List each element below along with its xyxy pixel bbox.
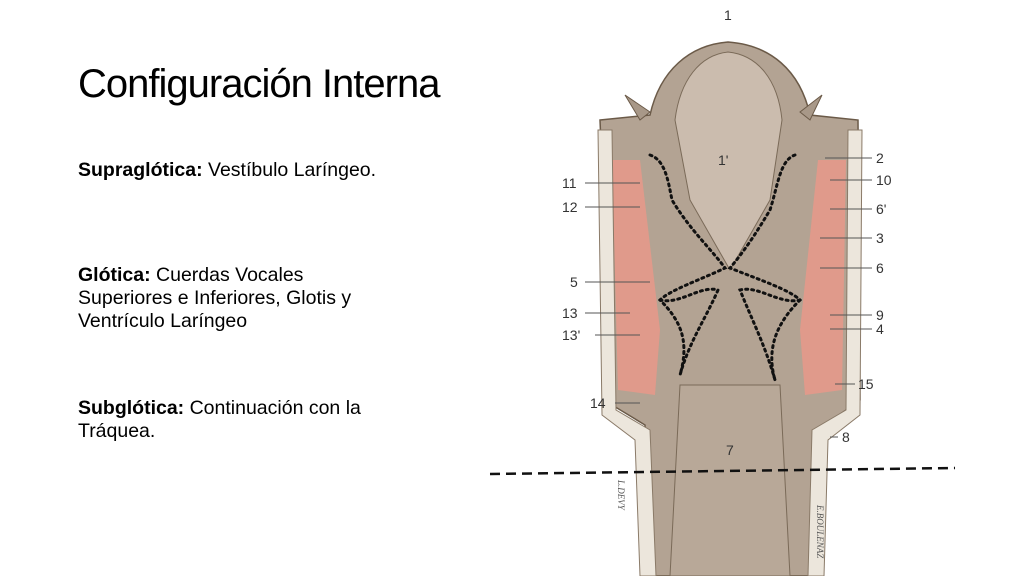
label-1-prime: 1': [718, 152, 728, 168]
label-7: 7: [726, 442, 734, 458]
label-11: 11: [562, 175, 577, 191]
label-5: 5: [570, 274, 578, 290]
label-15: 15: [858, 376, 874, 392]
left-inner-outline: [658, 287, 721, 377]
label-13: 13: [562, 305, 578, 321]
label-2: 2: [876, 150, 884, 166]
epiglottis: [674, 51, 783, 272]
section-text: Continuación con la Tráquea.: [78, 397, 361, 442]
label-10: 10: [876, 172, 892, 188]
left-cartilage: [597, 129, 657, 576]
right-cartilage: [807, 129, 863, 576]
section-supraglottic: Supraglótica: Vestíbulo Laríngeo.: [78, 159, 398, 182]
label-12: 12: [562, 199, 578, 215]
section-glottic: Glótica: Cuerdas Vocales Superiores e In…: [78, 264, 398, 333]
right-horn: [799, 94, 823, 121]
label-4: 4: [876, 321, 884, 337]
section-text: Vestíbulo Laríngeo.: [202, 159, 377, 181]
right-inner-outline: [737, 287, 802, 382]
leader-lines: [585, 157, 872, 438]
label-3: 3: [876, 230, 884, 246]
label-14: 14: [590, 395, 606, 411]
section-heading: Supraglótica:: [78, 159, 203, 181]
section-subglottic: Subglótica: Continuación con la Tráquea.: [78, 397, 398, 443]
label-6: 6: [876, 260, 884, 276]
right-fold-outline: [727, 153, 803, 382]
signature-right: E.BOULENAZ: [815, 504, 825, 559]
slide-title: Configuración Interna: [78, 62, 440, 106]
label-8: 8: [842, 429, 850, 445]
label-6-prime: 6': [876, 201, 886, 217]
label-9: 9: [876, 307, 884, 323]
signature-left: L.DEVY: [616, 479, 626, 511]
left-muscle: [612, 160, 660, 395]
trachea: [669, 384, 791, 576]
larynx-illustration: 1 1' 2 10 6' 3 6 9 4 15 8 7 11 12 5 13 1…: [486, 0, 1024, 576]
left-horn: [624, 94, 651, 121]
right-muscle: [800, 160, 846, 395]
section-text: Cuerdas Vocales Superiores e Inferiores,…: [78, 264, 352, 332]
dashed-separator: [489, 466, 956, 476]
label-1: 1: [724, 7, 732, 23]
left-fold-outline: [648, 153, 728, 377]
larynx-drawing: 1 1' 2 10 6' 3 6 9 4 15 8 7 11 12 5 13 1…: [489, 7, 956, 576]
label-13-prime: 13': [562, 327, 580, 343]
section-heading: Glótica:: [78, 264, 151, 286]
section-heading: Subglótica:: [78, 397, 185, 419]
